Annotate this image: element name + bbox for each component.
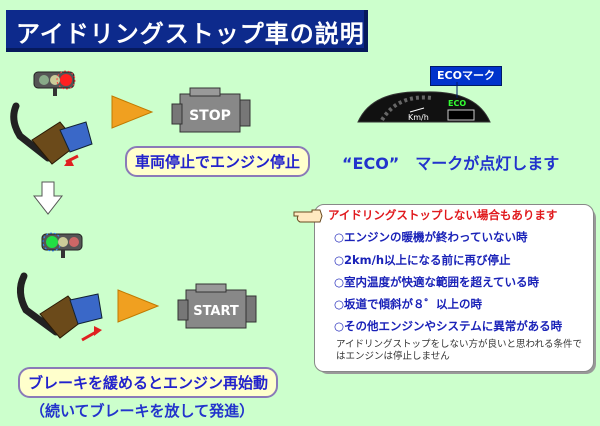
meter-eco-indicator: ECO (448, 99, 466, 108)
meter-unit: Km/h (408, 113, 429, 122)
conditions-box (314, 204, 594, 372)
brake-pedal-release-icon (17, 272, 103, 342)
engine-stop-label: STOP (189, 108, 231, 124)
stop-caption: 車両停止でエンジン停止 (125, 146, 311, 177)
condition-item: ○坂道で傾斜が８゜以上の時 (334, 297, 483, 311)
page-title: アイドリングストップ車の説明 (16, 20, 365, 48)
condition-item: ○その他エンジンやシステムに異常がある時 (334, 319, 563, 333)
condition-item: ○2km/h以上になる前に再び停止 (334, 253, 511, 267)
traffic-light-green-icon (41, 232, 83, 258)
pointing-hand-icon (293, 209, 323, 223)
meter-cluster: Km/h ECO (357, 91, 491, 123)
eco-caption: “ECO” マークが点灯します (342, 154, 560, 173)
brake-pedal-press-icon (10, 102, 93, 166)
condition-item: ○室内温度が快適な範囲を超えている時 (334, 275, 539, 289)
title-bar (6, 10, 368, 52)
engine-stop-icon: STOP (171, 87, 251, 133)
engine-start-label: START (193, 304, 239, 319)
restart-caption: ブレーキを緩めるとエンジン再始動 (18, 367, 279, 398)
conditions-header: アイドリングストップしない場合もあります (328, 208, 558, 222)
condition-item: ○エンジンの暖機が終わっていない時 (334, 230, 528, 244)
engine-start-icon: START (177, 283, 257, 329)
conditions-note: アイドリングストップをしない方が良いと思われる条件で はエンジンは停止しません (336, 339, 582, 363)
arrow-right-icon (117, 289, 160, 323)
arrow-down-icon (32, 181, 64, 215)
conditions-note-line-1: アイドリングストップをしない方が良いと思われる条件で (336, 339, 583, 350)
eco-mark-callout: ECOマーク (430, 66, 502, 86)
traffic-light-red-icon (33, 70, 76, 96)
arrow-right-icon (111, 95, 154, 129)
callout-pointer (456, 82, 458, 98)
restart-subcaption: （続いてブレーキを放して発進） (30, 402, 255, 420)
conditions-note-line-2: はエンジンは停止しません (336, 351, 450, 362)
